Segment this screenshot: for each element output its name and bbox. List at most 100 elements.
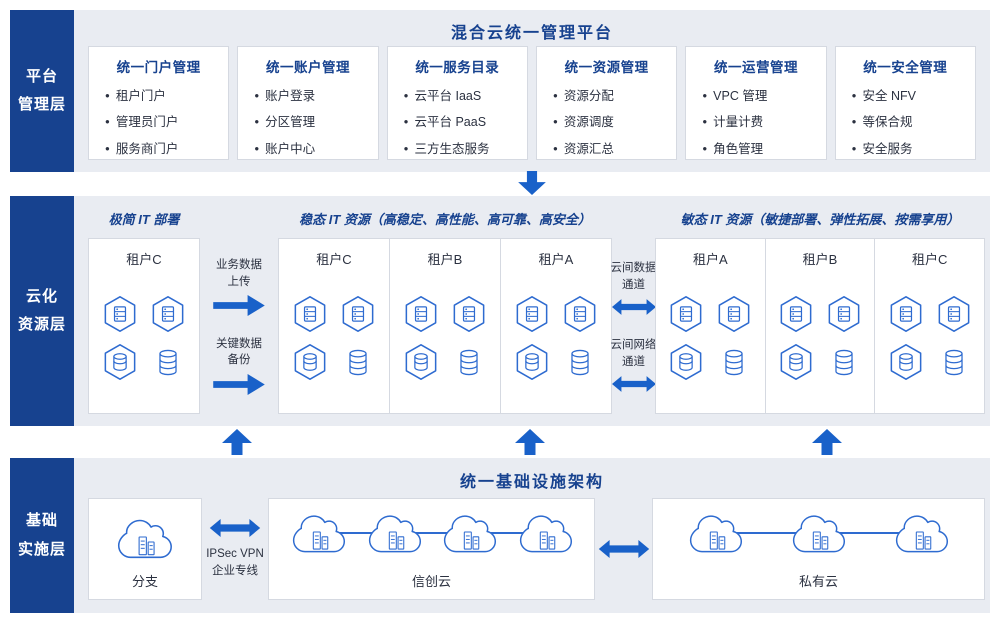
module-title: 统一账户管理 xyxy=(265,60,350,75)
module-item: 资源分配 xyxy=(553,83,676,109)
module-title: 统一安全管理 xyxy=(863,60,948,75)
layer-label-line: 平台 xyxy=(25,67,58,85)
cloud-layer-body: 极简 IT 部署 稳态 IT 资源（高稳定、高性能、高可靠、高安全） 敏态 IT… xyxy=(74,196,990,426)
flow-label-line: 上传 xyxy=(227,275,251,288)
module-item: 资源汇总 xyxy=(553,136,676,162)
module-title: 统一运营管理 xyxy=(713,60,798,75)
platform-modules: 统一门户管理 租户门户 管理员门户 服务商门户 统一账户管理 账户登录 分区管理… xyxy=(88,46,976,160)
channel-label-line: 云间数据 xyxy=(610,262,657,275)
module-item: 分区管理 xyxy=(254,109,377,135)
module-item: 角色管理 xyxy=(702,136,825,162)
right-arrow-icon xyxy=(213,374,265,395)
double-arrow-icon xyxy=(598,540,650,558)
module-list: 云平台 IaaS 云平台 PaaS 三方生态服务 xyxy=(388,83,527,162)
tenant-icons xyxy=(501,269,611,407)
cloud-connection-line xyxy=(319,532,546,534)
layer-label-line: 基础 xyxy=(25,512,58,529)
hexagon-server-icon xyxy=(717,295,751,333)
double-arrow-icon xyxy=(207,519,263,537)
hexagon-database-icon xyxy=(669,343,703,381)
layer-label-line: 实施层 xyxy=(17,540,66,558)
tenant-box: 租户C xyxy=(874,238,986,414)
stable-tenant-group: 租户C 租户B xyxy=(278,238,612,414)
module-title: 统一门户管理 xyxy=(116,60,201,75)
module-item: 等保合规 xyxy=(852,109,975,135)
hexagon-server-icon xyxy=(452,295,486,333)
vpn-label-line: 企业专线 xyxy=(212,564,258,577)
flow-label: 业务数据 上传 xyxy=(216,257,262,290)
module-item: 账户登录 xyxy=(254,83,377,109)
vpn-label: IPSec VPN 企业专线 xyxy=(206,546,264,579)
infrastructure-layer: 基础 实施层 统一基础设施架构 分支 IPSec VPN 企业专线 xyxy=(10,458,990,613)
hexagon-server-icon xyxy=(404,295,438,333)
xinchuang-label: 信创云 xyxy=(411,574,451,589)
layer-label-line: 云化 xyxy=(25,287,58,305)
header-stable-it: 稳态 IT 资源（高稳定、高性能、高可靠、高安全） xyxy=(299,212,591,227)
flow-label: 关键数据 备份 xyxy=(216,336,262,369)
tenant-box: 租户B xyxy=(764,238,876,414)
tenant-name: 租户C xyxy=(911,252,948,267)
flow-label-line: 业务数据 xyxy=(216,259,262,272)
up-arrow-icon xyxy=(812,428,842,456)
layer-label-line: 管理层 xyxy=(17,96,66,113)
double-arrow-icon xyxy=(612,299,656,315)
vpn-link-zone: IPSec VPN 企业专线 xyxy=(202,498,268,600)
hexagon-server-icon xyxy=(669,295,703,333)
up-arrow-icon xyxy=(515,428,545,456)
private-cloud-label: 私有云 xyxy=(798,574,838,589)
hexagon-database-icon xyxy=(103,343,137,381)
hexagon-server-icon xyxy=(515,295,549,333)
hexagon-database-icon xyxy=(515,343,549,381)
module-title: 统一服务目录 xyxy=(415,60,500,75)
header-agile-it: 敏态 IT 资源（敏捷部署、弹性拓展、按需享用） xyxy=(680,212,960,227)
module-item: 账户中心 xyxy=(254,136,377,162)
cloud-datacenter-icon xyxy=(688,511,744,553)
module-list: 账户登录 分区管理 账户中心 xyxy=(238,83,377,162)
flow-key-data-backup: 关键数据 备份 xyxy=(213,336,265,395)
hexagon-database-icon xyxy=(779,343,813,381)
channel-label: 云间网络 通道 xyxy=(611,337,657,370)
hexagon-server-icon xyxy=(889,295,923,333)
cloud-link-zone xyxy=(595,498,652,600)
module-item: VPC 管理 xyxy=(702,83,825,109)
channel-label-line: 通道 xyxy=(622,279,645,292)
cloud-datacenter-icon xyxy=(367,511,423,553)
tenant-icons xyxy=(390,269,500,407)
module-card-account: 统一账户管理 账户登录 分区管理 账户中心 xyxy=(237,46,379,162)
platform-title: 混合云统一管理平台 xyxy=(450,25,613,42)
channel-data: 云间数据 通道 xyxy=(611,260,657,314)
cloud-datacenter-icon xyxy=(442,511,498,553)
module-item: 计量计费 xyxy=(702,109,825,135)
channel-label: 云间数据 通道 xyxy=(611,260,657,293)
database-icon xyxy=(569,349,591,376)
module-item: 管理员门户 xyxy=(105,109,228,135)
infra-layer-body: 统一基础设施架构 分支 IPSec VPN 企业专线 xyxy=(74,458,990,613)
flow-label-line: 关键数据 xyxy=(216,337,262,350)
database-icon xyxy=(458,349,480,376)
tenant-name: 租户B xyxy=(802,252,838,267)
platform-layer-body: 混合云统一管理平台 统一门户管理 租户门户 管理员门户 服务商门户 统一账户管理… xyxy=(74,10,990,172)
database-icon xyxy=(943,349,965,376)
module-item: 服务商门户 xyxy=(105,136,228,162)
module-item: 资源调度 xyxy=(553,109,676,135)
module-card-service-catalog: 统一服务目录 云平台 IaaS 云平台 PaaS 三方生态服务 xyxy=(386,46,528,162)
module-item: 安全服务 xyxy=(852,136,975,162)
tenant-box: 租户A xyxy=(500,238,612,414)
xinchuang-cloud-box: 信创云 xyxy=(268,498,595,600)
hexagon-database-icon xyxy=(404,343,438,381)
cloud-datacenter-icon xyxy=(894,511,950,553)
hexagon-server-icon xyxy=(937,295,971,333)
tenant-box-left: 租户C xyxy=(88,238,200,414)
right-arrow-icon xyxy=(213,295,265,316)
platform-management-layer: 平台 管理层 混合云统一管理平台 统一门户管理 租户门户 管理员门户 服务商门户… xyxy=(10,10,990,172)
module-list: 租户门户 管理员门户 服务商门户 xyxy=(89,83,228,162)
cloud-datacenter-icon xyxy=(291,511,347,553)
tenant-icons xyxy=(766,269,875,407)
vpn-label-line: IPSec VPN xyxy=(206,547,264,560)
cloud-datacenter-icon xyxy=(116,515,174,559)
hexagon-server-icon xyxy=(779,295,813,333)
module-list: 安全 NFV 等保合规 安全服务 xyxy=(836,83,975,162)
cloud-datacenter-icon xyxy=(518,511,574,553)
agile-tenant-group: 租户A 租户B xyxy=(655,238,986,414)
layer-label-platform: 平台 管理层 xyxy=(10,10,74,172)
